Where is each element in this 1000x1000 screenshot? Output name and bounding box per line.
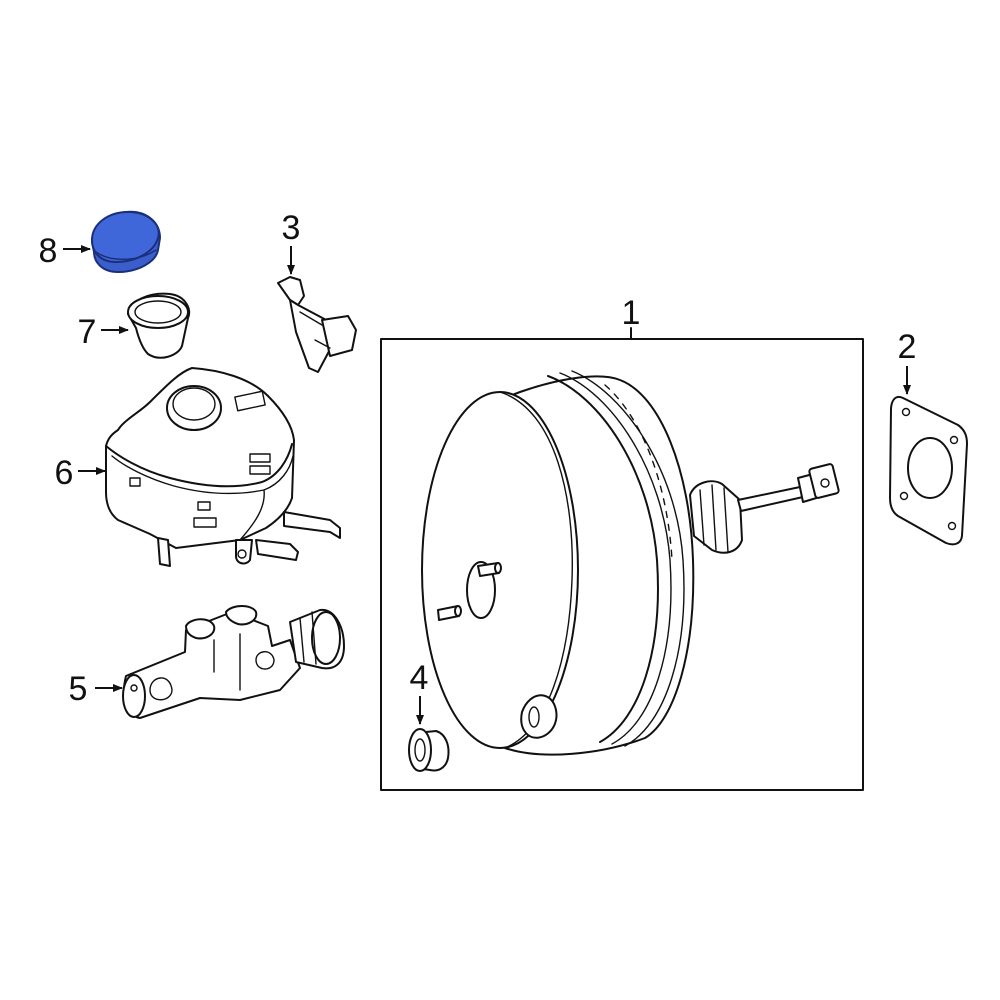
callout-4: 4 [410, 659, 429, 697]
part-3-sensor[interactable] [277, 246, 357, 373]
part-1-frame [380, 338, 864, 791]
part-6-reservoir[interactable] [78, 367, 341, 567]
cap-top [90, 210, 160, 264]
part-7-strainer[interactable] [101, 292, 191, 359]
part-1-brake-booster-group[interactable] [380, 327, 864, 791]
callout-1: 1 [622, 294, 641, 332]
callout-6: 6 [55, 454, 74, 492]
part-2-gasket[interactable] [889, 366, 968, 546]
callout-5: 5 [69, 670, 88, 708]
callout-8: 8 [39, 232, 58, 270]
part-8-cap[interactable] [63, 210, 161, 273]
callout-7: 7 [78, 313, 97, 351]
brake-booster-drum[interactable] [421, 370, 695, 756]
part-5-master-cylinder[interactable] [95, 605, 345, 719]
brake-booster-push-rod[interactable] [689, 463, 840, 554]
callout-3: 3 [282, 209, 301, 247]
callout-2: 2 [898, 328, 917, 366]
part-4-grommet[interactable] [408, 696, 450, 772]
